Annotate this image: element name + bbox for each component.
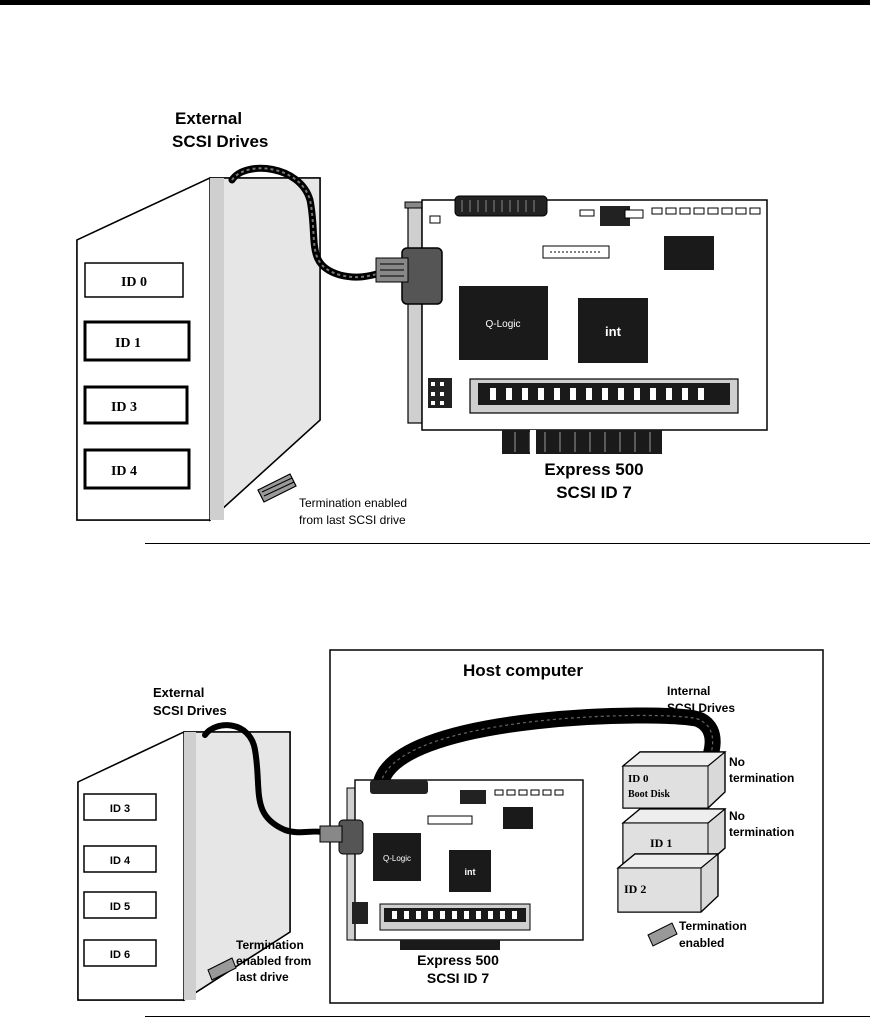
boot-disk-label: Boot Disk [628, 789, 670, 800]
drive-label: ID 1 [115, 336, 141, 351]
host-title: Host computer [463, 661, 583, 680]
term-external-line3: last drive [236, 970, 289, 984]
no-term-2-line2: termination [729, 825, 794, 839]
drive-bay-id4: ID 4 [83, 448, 191, 490]
drive-label: ID 4 [111, 464, 137, 479]
divider-rule [145, 543, 870, 544]
chip-label: Q-Logic [485, 319, 520, 330]
external-label-line2: SCSI Drives [153, 703, 227, 718]
figure-external-scsi: ID 0 ID 1 ID 3 ID 4 External SCSI Drives [76, 109, 768, 527]
dsub-connector-icon [319, 819, 364, 855]
divider-rule-bottom [145, 1016, 870, 1017]
svg-text:int: int [605, 324, 622, 339]
board-label-line2: SCSI ID 7 [427, 970, 489, 986]
drive-bay-id0: ID 0 [84, 262, 184, 298]
termination-note-line1: Termination enabled [299, 496, 407, 510]
term-external-line2: enabled from [236, 954, 311, 968]
internal-label-line1: Internal [667, 684, 710, 698]
terminator-plug-icon [647, 922, 678, 947]
intel-chip-icon [449, 850, 491, 892]
no-term-1-line2: termination [729, 771, 794, 785]
internal-label-line2: SCSI Drives [667, 701, 735, 715]
figure-internal-external-scsi: Host computer ID 3 ID 4 ID 5 ID 6 Extern… [77, 649, 824, 1004]
terminator-plug-icon [257, 473, 297, 503]
intel-chip-icon [578, 298, 648, 363]
title-line1: External [175, 109, 242, 128]
drive-label: ID 4 [110, 855, 131, 867]
express500-board: Q-Logic int [404, 195, 768, 454]
external-scsi-cable [202, 722, 325, 836]
drive-bay-id3: ID 3 [83, 793, 157, 821]
drive-label: ID 1 [650, 836, 672, 850]
drive-bay-id3: ID 3 [83, 385, 189, 425]
chip-label: Q-Logic [383, 854, 411, 863]
internal-drive-id2: ID 2 [616, 853, 720, 913]
external-label-line1: External [153, 685, 204, 700]
title-line2: SCSI Drives [172, 132, 268, 151]
drive-label: ID 2 [624, 882, 646, 896]
termination-note-line2: from last SCSI drive [299, 513, 406, 527]
term-internal-line1: Termination [679, 919, 747, 933]
drive-bay-id1: ID 1 [83, 320, 191, 362]
board-label-line2: SCSI ID 7 [556, 483, 632, 502]
express500-board: Q-Logic int [346, 779, 584, 950]
drive-label: ID 5 [110, 901, 130, 913]
drive-label: ID 0 [628, 773, 649, 785]
drive-label: ID 3 [111, 400, 137, 415]
drive-bay-id4: ID 4 [83, 845, 157, 873]
term-internal-line2: enabled [679, 936, 724, 950]
drive-bay-id5: ID 5 [83, 891, 157, 919]
no-term-2-line1: No [729, 809, 745, 823]
board-label-line1: Express 500 [417, 952, 499, 968]
no-term-1-line1: No [729, 755, 745, 769]
drive-label: ID 0 [121, 275, 147, 290]
drive-label: ID 6 [110, 949, 130, 961]
drive-bay-id6: ID 6 [83, 939, 157, 967]
term-external-line1: Termination [236, 938, 304, 952]
svg-text:int: int [465, 867, 476, 877]
dsub-connector-icon [375, 247, 443, 305]
top-rule [0, 0, 870, 5]
board-label-line1: Express 500 [544, 460, 643, 479]
internal-drive-id0: ID 0 Boot Disk [621, 751, 727, 809]
terminator-plug-icon [207, 957, 237, 981]
drive-label: ID 3 [110, 803, 130, 815]
